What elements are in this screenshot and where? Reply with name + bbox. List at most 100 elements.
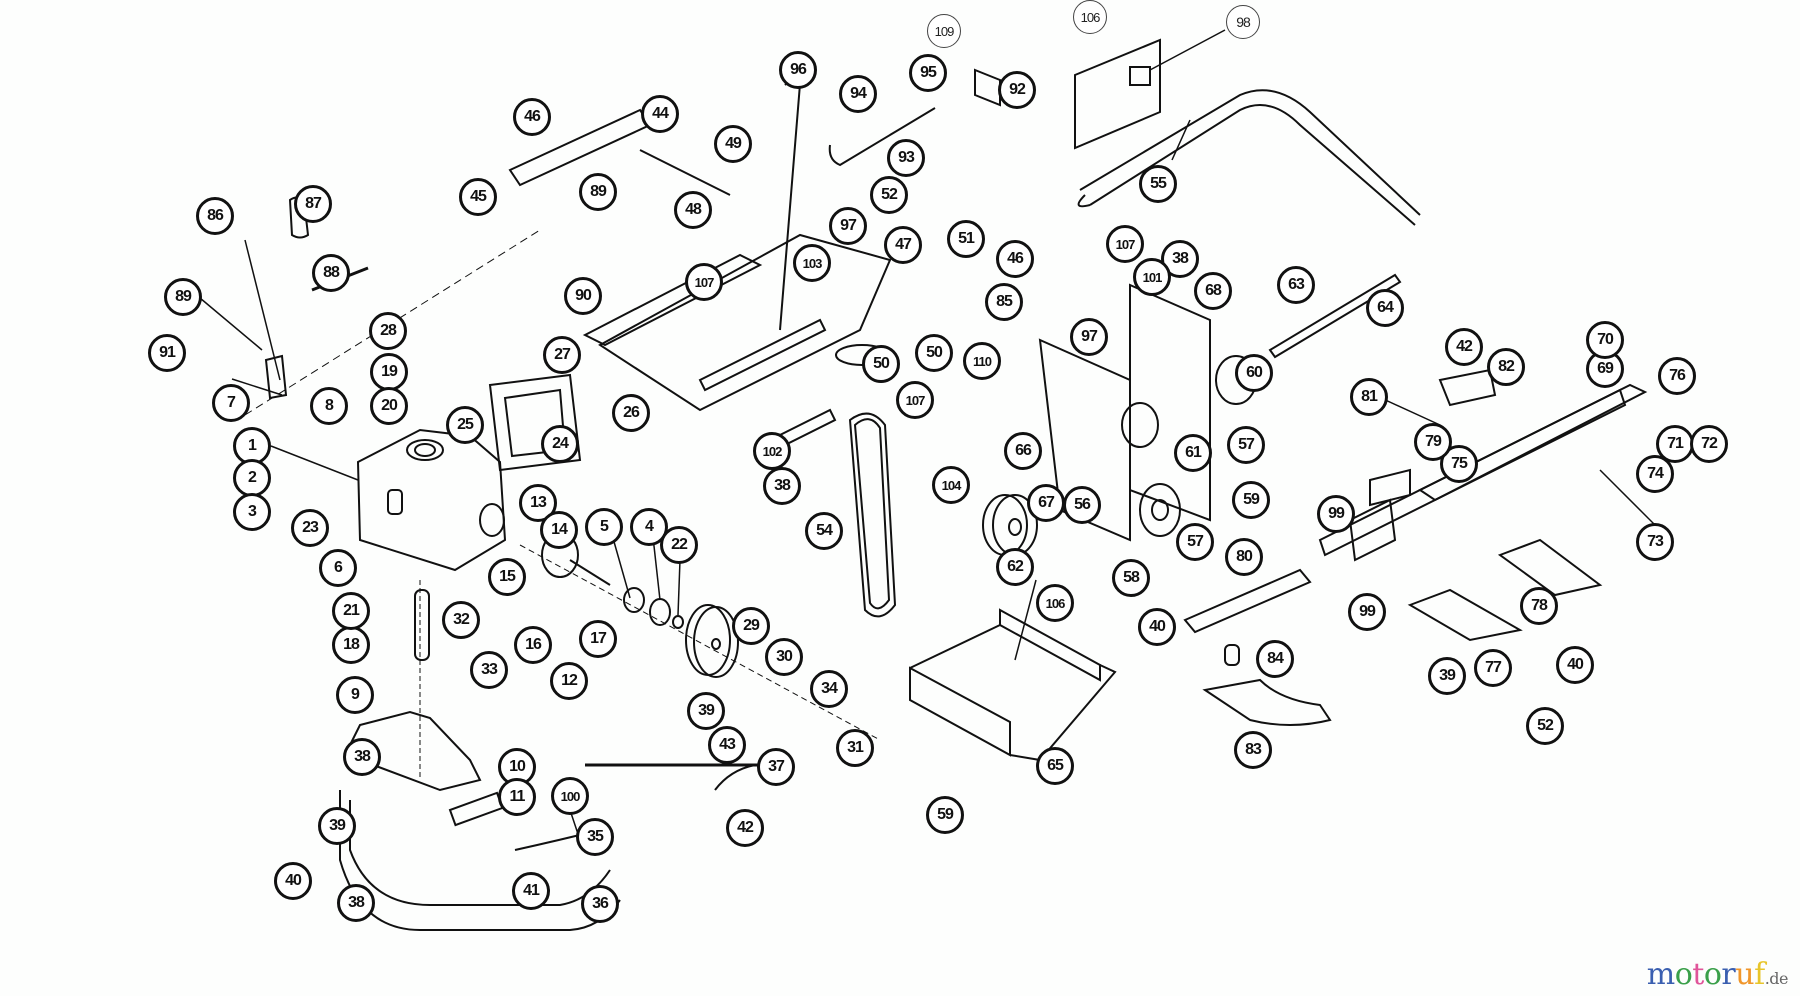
- gearbox-housing: [356, 428, 507, 572]
- part-callout-42: 42: [1445, 328, 1483, 366]
- part-callout-97: 97: [1070, 318, 1108, 356]
- part-callout-79: 79: [1414, 423, 1452, 461]
- part-callout-15: 15: [488, 558, 526, 596]
- part-callout-91: 91: [148, 334, 186, 372]
- bracket-92: [828, 68, 1001, 167]
- part-callout-40: 40: [274, 862, 312, 900]
- part-callout-96: 96: [779, 51, 817, 89]
- part-callout-23: 23: [291, 509, 329, 547]
- part-callout-39: 39: [687, 692, 725, 730]
- part-callout-107: 107: [896, 381, 934, 419]
- skid-shoe: [339, 580, 621, 931]
- guard-plate-106: [1074, 38, 1161, 150]
- part-callout-42: 42: [726, 809, 764, 847]
- part-callout-80: 80: [1225, 538, 1263, 576]
- part-callout-58: 58: [1112, 559, 1150, 597]
- part-callout-6: 6: [319, 549, 357, 587]
- part-callout-38: 38: [343, 738, 381, 776]
- part-callout-59: 59: [1232, 481, 1270, 519]
- part-callout-67: 67: [1027, 484, 1065, 522]
- shaft-64: [1268, 273, 1402, 359]
- part-callout-102: 102: [753, 432, 791, 470]
- pulley-57: [1139, 483, 1181, 537]
- part-callout-100: 100: [551, 777, 589, 815]
- part-callout-73: 73: [1636, 523, 1674, 561]
- part-callout-62: 62: [996, 548, 1034, 586]
- part-callout-64: 64: [1366, 289, 1404, 327]
- part-callout-85: 85: [985, 283, 1023, 321]
- part-callout-52: 52: [870, 176, 908, 214]
- part-callout-78: 78: [1520, 587, 1558, 625]
- part-callout-8: 8: [310, 387, 348, 425]
- watermark-letter: o: [1703, 957, 1722, 992]
- part-callout-106: 106: [1073, 0, 1107, 34]
- watermark-letter: m: [1646, 957, 1675, 992]
- part-callout-2: 2: [233, 459, 271, 497]
- watermark-letter: r: [1721, 957, 1736, 992]
- part-callout-39: 39: [318, 807, 356, 845]
- part-callout-70: 70: [1586, 321, 1624, 359]
- part-callout-107: 107: [685, 263, 723, 301]
- part-callout-40: 40: [1138, 608, 1176, 646]
- part-callout-81: 81: [1350, 378, 1388, 416]
- part-callout-30: 30: [765, 638, 803, 676]
- watermark-suffix: .de: [1764, 969, 1789, 988]
- part-callout-87: 87: [294, 185, 332, 223]
- part-callout-51: 51: [947, 220, 985, 258]
- part-callout-50: 50: [915, 334, 953, 372]
- part-callout-71: 71: [1656, 425, 1694, 463]
- part-callout-83: 83: [1234, 731, 1272, 769]
- part-callout-5: 5: [585, 508, 623, 546]
- watermark-letter: o: [1674, 957, 1693, 992]
- part-callout-52: 52: [1526, 707, 1564, 745]
- part-callout-46: 46: [996, 240, 1034, 278]
- part-callout-38: 38: [763, 467, 801, 505]
- part-callout-76: 76: [1658, 357, 1696, 395]
- guard-fingers: [1407, 538, 1603, 642]
- part-callout-24: 24: [541, 425, 579, 463]
- part-callout-43: 43: [708, 726, 746, 764]
- pulley-29: [685, 604, 739, 678]
- lever-37: [585, 763, 760, 791]
- part-callout-60: 60: [1235, 354, 1273, 392]
- part-callout-89: 89: [164, 278, 202, 316]
- v-belt-55: [1077, 89, 1421, 226]
- shoe-83: [1183, 568, 1332, 726]
- part-callout-21: 21: [332, 592, 370, 630]
- part-callout-28: 28: [369, 312, 407, 350]
- part-callout-86: 86: [196, 197, 234, 235]
- part-callout-57: 57: [1176, 523, 1214, 561]
- part-callout-35: 35: [576, 818, 614, 856]
- part-callout-74: 74: [1636, 455, 1674, 493]
- part-callout-82: 82: [1487, 348, 1525, 386]
- part-callout-106: 106: [1036, 584, 1074, 622]
- part-callout-61: 61: [1174, 434, 1212, 472]
- part-callout-98: 98: [1226, 5, 1260, 39]
- part-callout-54: 54: [805, 512, 843, 550]
- part-callout-77: 77: [1474, 649, 1512, 687]
- part-callout-32: 32: [442, 601, 480, 639]
- part-callout-94: 94: [839, 75, 877, 113]
- part-callout-16: 16: [514, 626, 552, 664]
- part-callout-20: 20: [370, 387, 408, 425]
- part-callout-47: 47: [884, 226, 922, 264]
- part-callout-11: 11: [498, 778, 536, 816]
- part-callout-109: 109: [927, 14, 961, 48]
- part-callout-26: 26: [612, 394, 650, 432]
- part-callout-55: 55: [1139, 165, 1177, 203]
- part-callout-49: 49: [714, 125, 752, 163]
- drive-shaft: [519, 532, 881, 741]
- part-callout-38: 38: [337, 884, 375, 922]
- part-callout-68: 68: [1194, 272, 1232, 310]
- part-callout-101: 101: [1133, 258, 1171, 296]
- part-callout-37: 37: [757, 748, 795, 786]
- part-callout-33: 33: [470, 651, 508, 689]
- part-callout-92: 92: [998, 71, 1036, 109]
- drive-housing: [1038, 283, 1257, 542]
- part-callout-31: 31: [836, 729, 874, 767]
- part-callout-84: 84: [1256, 640, 1294, 678]
- part-callout-107: 107: [1106, 225, 1144, 263]
- v-belt-54: [848, 412, 897, 618]
- cutter-bar: [1318, 368, 1648, 562]
